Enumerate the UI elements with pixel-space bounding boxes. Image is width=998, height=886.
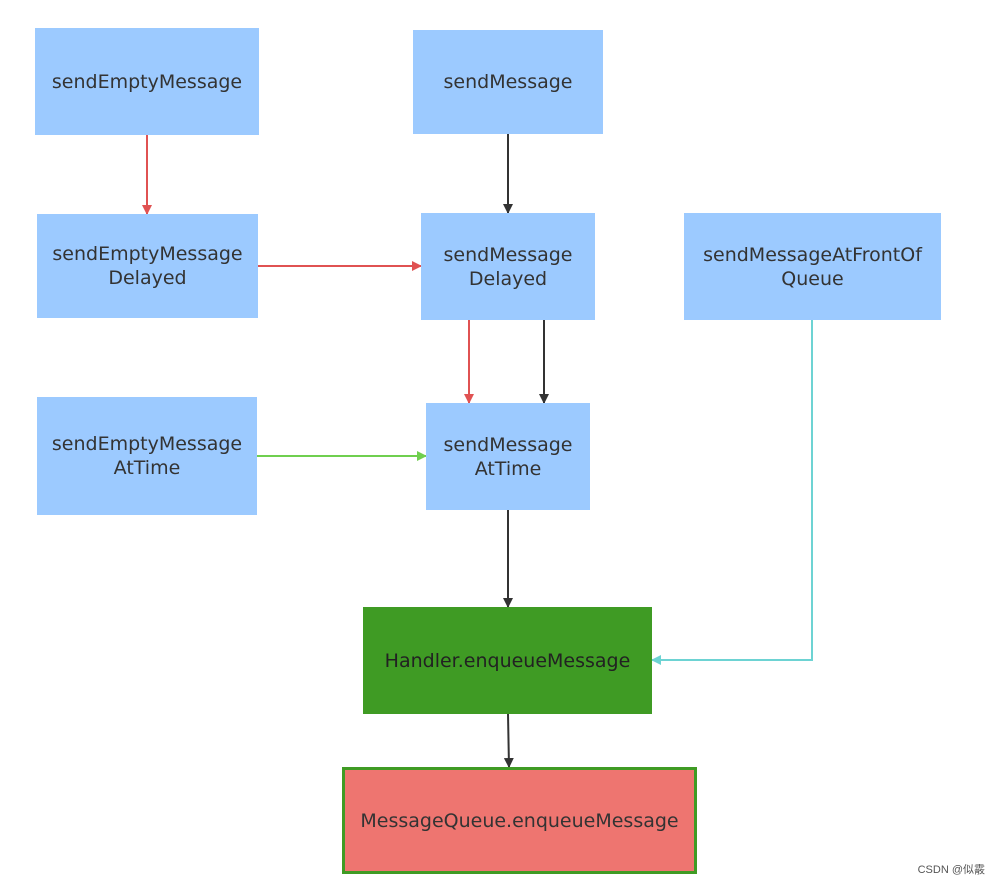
node-messagequeue-enqueue-message: MessageQueue.enqueueMessage [342,767,697,874]
node-label: sendEmptyMessage AtTime [51,433,243,479]
node-send-message-delayed: sendMessage Delayed [421,213,595,320]
edge-at-front-to-handler-enqueue [651,320,813,665]
node-label: sendEmptyMessage Delayed [52,243,243,289]
node-label: sendMessage Delayed [443,243,573,290]
node-send-empty-message: sendEmptyMessage [35,28,259,135]
watermark: CSDN @似霰 [917,864,985,876]
node-label: sendMessageAtFrontOf Queue [703,243,922,290]
edge-handler-to-messagequeue [503,713,514,768]
node-send-message-at-front-of-queue: sendMessageAtFrontOf Queue [684,213,941,320]
node-label: sendMessage [443,71,573,93]
node-label: MessageQueue.enqueueMessage [360,809,679,832]
node-send-empty-message-delayed: sendEmptyMessage Delayed [37,214,258,318]
node-label: sendMessage AtTime [443,433,573,480]
node-handler-enqueue-message: Handler.enqueueMessage [363,607,652,714]
node-label: sendEmptyMessage [51,70,243,93]
node-send-message-at-time: sendMessage AtTime [426,403,590,510]
node-label: Handler.enqueueMessage [384,649,631,672]
node-send-empty-message-at-time: sendEmptyMessage AtTime [37,397,257,515]
node-send-message: sendMessage [413,30,603,134]
